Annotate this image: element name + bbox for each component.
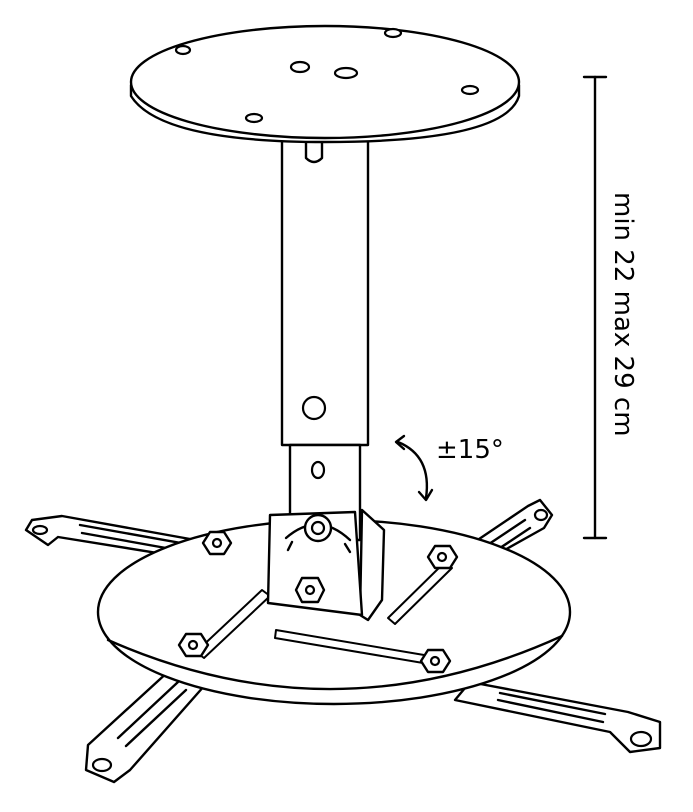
height-dimension-line [582,75,608,540]
nut-icon [201,530,233,556]
nut-icon [177,632,210,658]
height-range-label: min 22 max 29 cm [608,192,638,437]
tilt-angle-label: ±15° [436,435,504,465]
mount-arm-front-right [453,680,662,754]
nut-icon [419,648,452,674]
mount-arm-front-left [84,668,207,784]
telescopic-pole [280,128,370,542]
nut-icon [426,544,459,570]
tilt-arrow-icon [394,434,434,502]
ceiling-plate [129,24,521,144]
tilt-bracket [266,508,386,622]
